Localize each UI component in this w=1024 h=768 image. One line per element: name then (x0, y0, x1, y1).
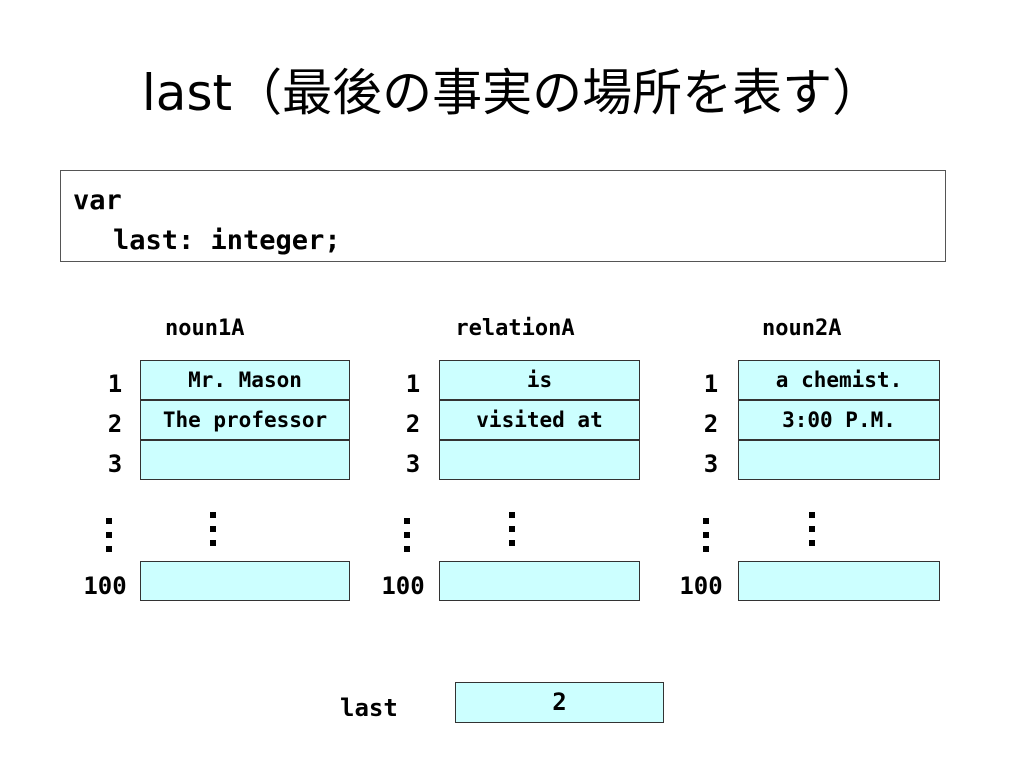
row-index: 1 (405, 370, 421, 398)
row-index: 3 (703, 450, 719, 478)
row-index: 1 (703, 370, 719, 398)
array-cell (738, 440, 940, 480)
array-title: noun2A (762, 316, 842, 341)
vertical-ellipsis-icon (806, 512, 818, 554)
array-cell (439, 440, 640, 480)
row-index: 1 (107, 370, 123, 398)
array-title: noun1A (165, 316, 245, 341)
code-line-declaration: last: integer; (113, 225, 341, 256)
array-cell (140, 561, 350, 601)
array-cell: 3:00 P.M. (738, 400, 940, 440)
array-cell (738, 561, 940, 601)
row-index: 3 (405, 450, 421, 478)
array-cell: is (439, 360, 640, 400)
row-index: 100 (679, 572, 723, 600)
array-cell: a chemist. (738, 360, 940, 400)
code-block: var last: integer; (60, 170, 946, 262)
vertical-ellipsis-icon (207, 512, 219, 554)
row-index: 2 (405, 410, 421, 438)
slide-title: last（最後の事実の場所を表す） (141, 64, 883, 122)
array-cell: The professor (140, 400, 350, 440)
array-cell (140, 440, 350, 480)
vertical-ellipsis-icon (700, 518, 712, 560)
row-index: 2 (703, 410, 719, 438)
last-variable-label: last (340, 694, 398, 722)
array-title: relationA (455, 316, 575, 341)
row-index: 2 (107, 410, 123, 438)
array-cell: visited at (439, 400, 640, 440)
row-index: 100 (381, 572, 425, 600)
vertical-ellipsis-icon (506, 512, 518, 554)
array-cell (439, 561, 640, 601)
vertical-ellipsis-icon (401, 518, 413, 560)
row-index: 100 (83, 572, 127, 600)
row-index: 3 (107, 450, 123, 478)
code-line-var: var (73, 185, 122, 216)
last-variable-value: 2 (455, 682, 664, 723)
vertical-ellipsis-icon (103, 518, 115, 560)
array-cell: Mr. Mason (140, 360, 350, 400)
